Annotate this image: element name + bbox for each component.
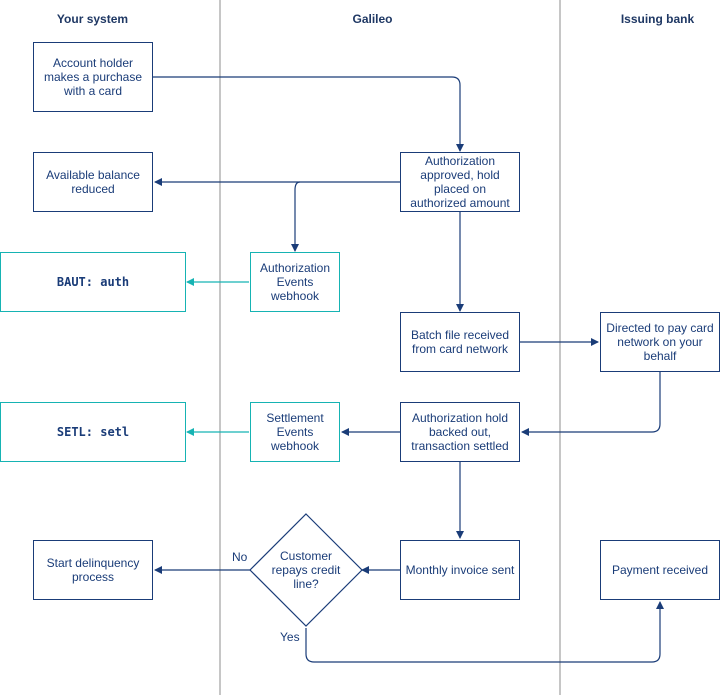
node-account-holder-purchase: Account holder makes a purchase with a c… [33,42,153,112]
node-monthly-invoice-sent: Monthly invoice sent [400,540,520,600]
node-directed-to-pay: Directed to pay card network on your beh… [600,312,720,372]
node-authorization-approved: Authorization approved, hold placed on a… [400,152,520,212]
lane-divider-left [219,0,221,695]
node-available-balance-reduced: Available balance reduced [33,152,153,212]
node-payment-received: Payment received [600,540,720,600]
edge-decision-yes [305,601,664,663]
edge-label-yes: Yes [280,630,300,644]
node-authorization-events-webhook: Authorization Events webhook [250,252,340,312]
node-baut-auth: BAUT: auth [0,252,186,312]
edge-auth-to-auth-webhook [291,181,301,252]
lane-divider-right [559,0,561,695]
edge-purchase-to-auth [153,76,464,152]
decision-customer-repays-label: Customer repays credit line? [271,549,341,591]
node-setl-setl: SETL: setl [0,402,186,462]
node-batch-file-received: Batch file received from card network [400,312,520,372]
edge-label-no: No [232,550,248,564]
decision-diamond [249,513,363,627]
node-settlement-events-webhook: Settlement Events webhook [250,402,340,462]
lane-title-your-system: Your system [56,12,129,26]
edge-directed-to-hold [521,372,661,436]
node-start-delinquency: Start delinquency process [33,540,153,600]
lane-title-issuing-bank: Issuing bank [620,12,695,26]
lane-title-galileo: Galileo [352,12,393,26]
node-authorization-hold-backed-out: Authorization hold backed out, transacti… [400,402,520,462]
